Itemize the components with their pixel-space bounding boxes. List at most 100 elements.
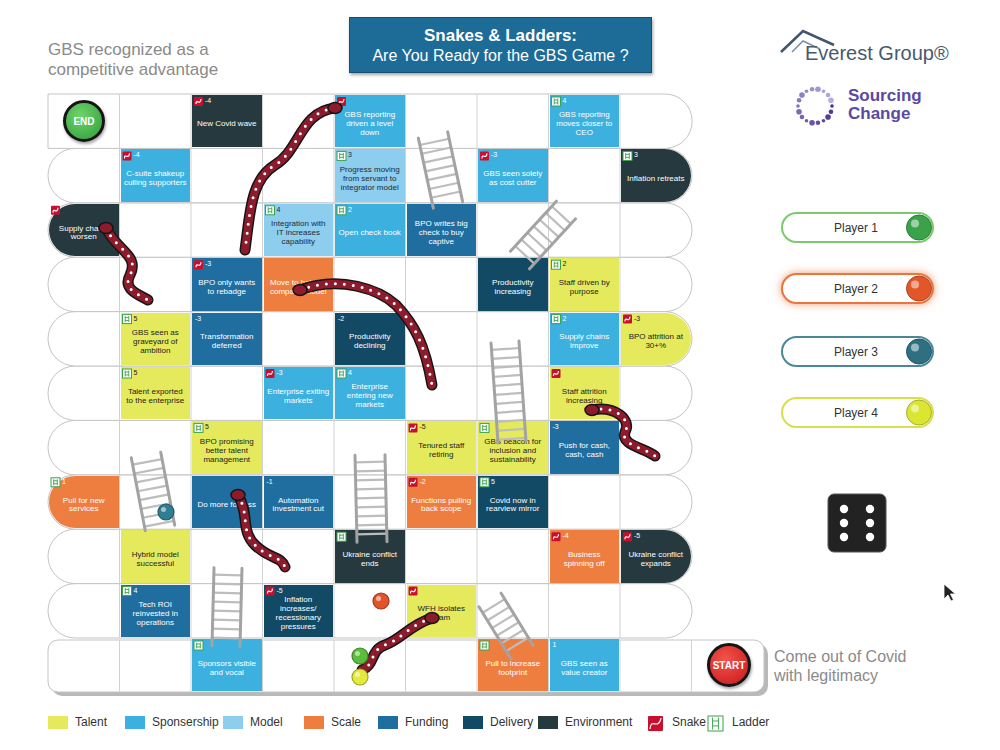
snake <box>238 495 285 567</box>
grid-line <box>405 640 406 692</box>
square-icon <box>557 316 558 322</box>
player-color <box>911 405 919 413</box>
snake-head <box>328 103 342 114</box>
square-icon <box>128 588 129 594</box>
square-icon <box>339 207 340 213</box>
square-icon <box>553 371 558 376</box>
board-row <box>48 148 692 202</box>
square-icon <box>482 479 483 485</box>
player-token <box>376 596 381 601</box>
square-icon <box>623 315 632 324</box>
player-label: Player 3 <box>834 345 878 359</box>
logo-mark <box>825 114 831 120</box>
ladder <box>355 470 385 473</box>
square-label: GBS seen as value creator <box>553 660 617 678</box>
move-value: 2 <box>563 260 567 267</box>
board-square: WFH isolates team <box>407 585 477 637</box>
logo-mark <box>800 115 805 120</box>
legend-label: Snake <box>672 715 706 729</box>
legend-label: Environment <box>565 715 632 729</box>
grid-line <box>191 203 192 257</box>
goal-note: GBS recognized as a competitive advantag… <box>48 40 243 81</box>
move-value: 4 <box>134 587 138 594</box>
legend-label: Talent <box>75 715 107 729</box>
square-icon <box>626 157 630 158</box>
square-label: Open check book <box>339 229 401 238</box>
grid-line <box>548 584 549 638</box>
move-value: -5 <box>420 423 426 430</box>
move-value: -2 <box>420 478 426 485</box>
board-square: -2Productivity declining <box>335 313 405 365</box>
board-row <box>48 257 692 311</box>
square-icon <box>409 478 418 487</box>
square-label: Hybrid model successful <box>124 551 188 569</box>
grid-line <box>191 529 192 583</box>
legend-swatch <box>223 716 243 729</box>
logo-mark <box>826 93 831 98</box>
move-value: -3 <box>634 315 640 322</box>
grid-line <box>691 640 692 692</box>
square-icon <box>552 369 561 378</box>
square-label: Automation investment cut <box>267 497 331 515</box>
square-icon <box>124 153 129 158</box>
board-square: -1Automation investment cut <box>264 476 334 528</box>
square-icon <box>629 153 630 159</box>
grid-line <box>548 203 549 257</box>
grid-line <box>477 203 478 257</box>
board-square: -5Inflation increases/ recessionary pres… <box>264 585 334 637</box>
grid-line <box>191 148 192 202</box>
grid-line <box>477 366 478 420</box>
square-label: Push for cash, cash, cash <box>553 442 617 460</box>
board-square: 4Tech ROI reinvested in operations <box>121 585 191 637</box>
ladder <box>429 183 458 189</box>
grid-line <box>119 475 120 529</box>
grid-line <box>405 148 406 202</box>
square-label: GBS seen solely as cost cutter <box>481 170 545 188</box>
square-label: BPO only wants to rebadge <box>195 279 259 297</box>
grid-line <box>620 366 621 420</box>
legend-swatch <box>378 716 398 729</box>
square-label: GBS seen as graveyard of ambition <box>124 329 188 356</box>
square-icon <box>557 262 558 268</box>
board-square: -4C-suite shakeup culling supporters <box>121 149 191 201</box>
square-icon <box>625 317 630 322</box>
board-square: GBS reporting driven a level down <box>335 95 405 147</box>
square-icon <box>409 423 418 432</box>
board-row <box>48 475 692 529</box>
square-icon <box>196 425 197 431</box>
square-icon <box>266 206 275 215</box>
square-icon <box>483 643 487 644</box>
board-square: -3Push for cash, cash, cash <box>550 421 620 473</box>
logo-text: Sourcing Change <box>848 87 930 123</box>
square-icon <box>125 371 126 377</box>
square-label: Ukraine conflict expands <box>624 551 688 569</box>
square-label: Sponsors visible and vocal <box>195 660 259 678</box>
square-icon <box>128 316 129 322</box>
legend-label: Sponsership <box>152 715 219 729</box>
logo-mark <box>830 104 834 108</box>
legend-icon <box>718 718 719 730</box>
square-icon <box>552 532 561 541</box>
player-label: Player 2 <box>834 282 878 296</box>
square-icon <box>53 479 54 485</box>
grid-line <box>334 640 335 692</box>
logo-mark <box>816 120 821 125</box>
logo-mark <box>810 87 815 92</box>
snake <box>238 495 285 567</box>
ladder <box>479 607 511 659</box>
snake-head <box>585 405 599 416</box>
square-icon <box>554 263 558 264</box>
ladder <box>425 165 454 171</box>
ladder <box>136 477 165 483</box>
grid-line <box>548 475 549 529</box>
square-icon <box>554 316 555 322</box>
square-label: BPO attrition at 30+% <box>624 333 688 351</box>
logo-text: Everest Group® <box>805 41 975 65</box>
ladder <box>491 343 498 443</box>
player-button: Player 4 <box>781 397 934 428</box>
player-button: Player 2 <box>781 273 934 304</box>
ladder <box>357 533 387 536</box>
player-color <box>907 215 932 240</box>
board-square: 2Open check book <box>335 204 405 256</box>
square-icon <box>123 151 132 160</box>
